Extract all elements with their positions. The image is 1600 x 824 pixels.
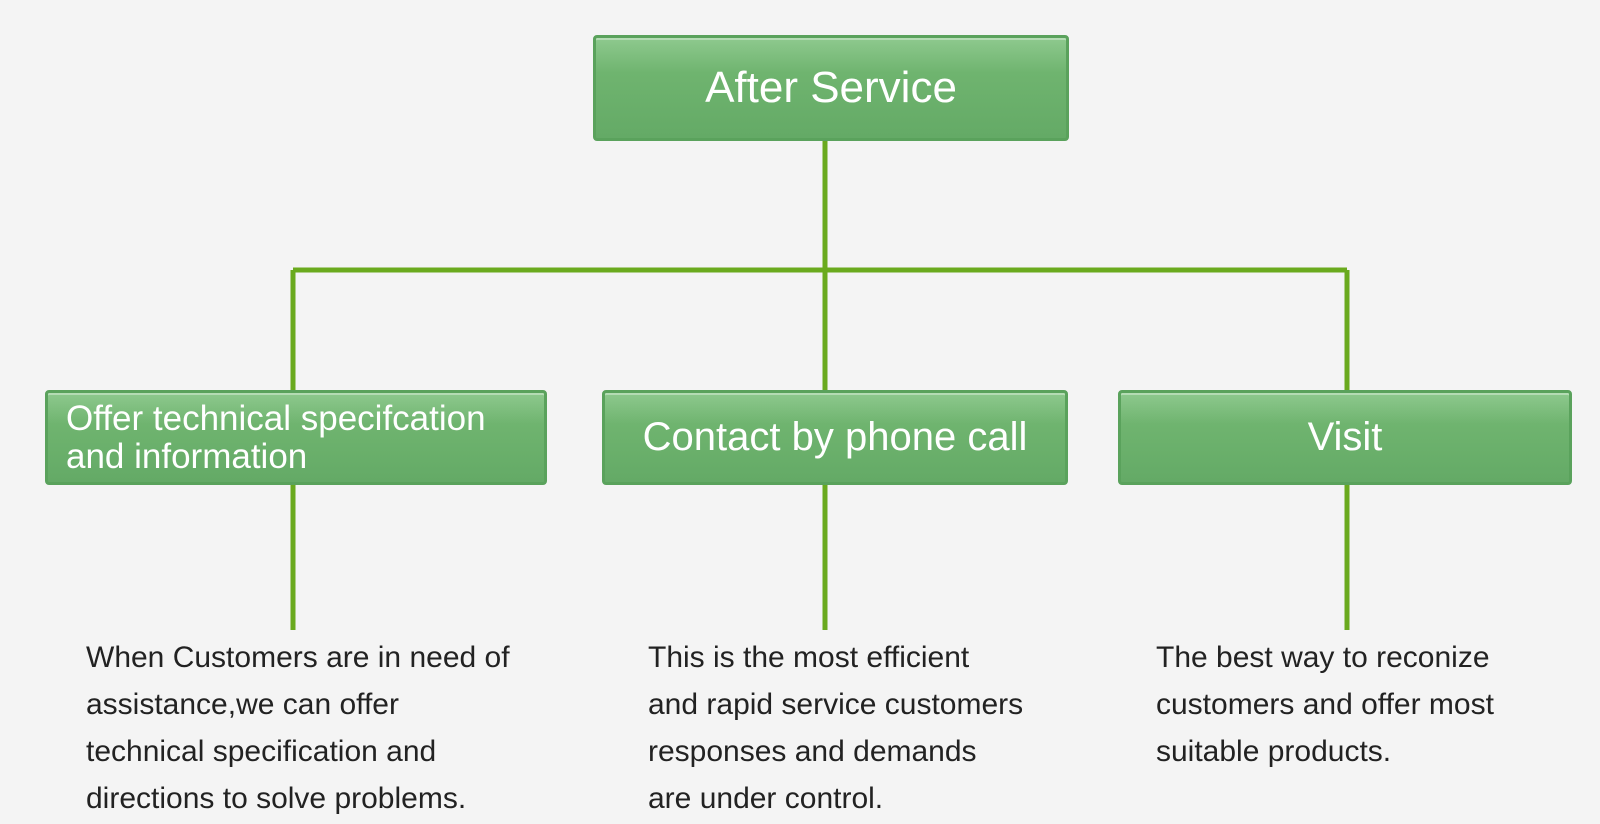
branch-node-label: Offer technical specifcation and informa… [66,398,486,476]
description-phone-call: This is the most efficient and rapid ser… [648,641,1024,815]
branch-node-label: Contact by phone call [642,415,1028,459]
description-visit: The best way to reconize customers and o… [1156,641,1494,768]
branch-node-visit: Visit [1118,390,1572,485]
branch-node-phone-call: Contact by phone call [602,390,1068,485]
root-node: After Service [593,35,1069,141]
description-technical-spec: When Customers are in need of assistance… [86,641,510,815]
branch-node-label: Visit [1307,415,1383,459]
root-node-label: After Service [705,63,957,112]
branch-node-technical-spec: Offer technical specifcation and informa… [45,390,547,485]
